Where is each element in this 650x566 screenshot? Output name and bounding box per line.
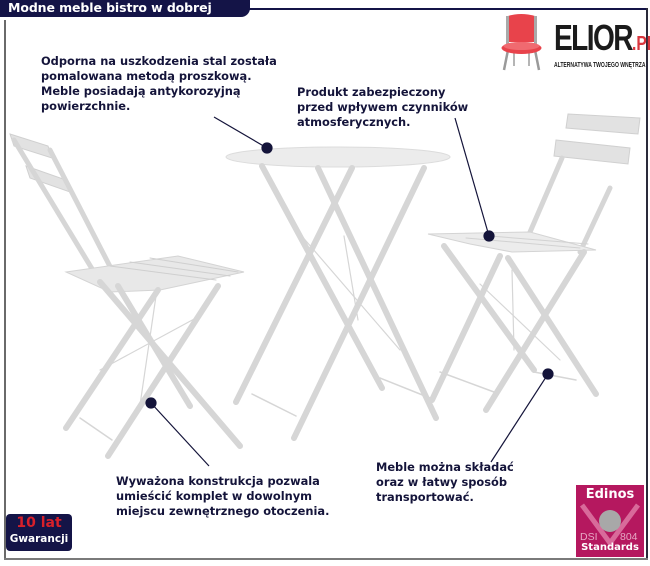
edinos-code-right: 804 <box>620 531 638 543</box>
callout-line: umieścić komplet w dowolnym <box>116 489 313 503</box>
callout-line: miejscu zewnętrznego otoczenia. <box>116 504 330 518</box>
frame-right-border <box>646 8 648 559</box>
leader-line-folding <box>490 373 549 463</box>
leader-line-steel <box>213 116 268 149</box>
callout-dot-folding <box>542 368 554 380</box>
red-chair-icon <box>501 14 542 71</box>
edinos-label: Standards <box>581 542 639 553</box>
table-illustration <box>225 146 451 441</box>
callout-line: Meble posiadają antykorozyjną <box>41 84 241 98</box>
callout-weather: Produkt zabezpieczony przed wpływem czyn… <box>297 85 468 130</box>
elior-logo[interactable]: ELIOR.PL ALTERNATYWA TWOJEGO WNĘTRZA <box>486 8 650 74</box>
leader-line-weather <box>454 117 490 237</box>
warranty-badge: 10 lat Gwarancji <box>6 514 72 551</box>
callout-line: transportować. <box>376 490 474 504</box>
callout-folding: Meble można składać oraz w łatwy sposób … <box>376 460 514 505</box>
callout-line: pomalowana metodą proszkową. <box>41 69 252 83</box>
edinos-brand: Edinos <box>585 487 635 502</box>
logo-tagline: ALTERNATYWA TWOJEGO WNĘTRZA <box>554 62 646 69</box>
callout-dot-steel <box>261 142 273 154</box>
callout-line: Odporna na uszkodzenia stal została <box>41 54 277 68</box>
right-chair-illustration <box>427 113 641 413</box>
callout-line: Meble można składać <box>376 460 514 474</box>
frame-left-border <box>4 20 6 560</box>
logo-brand: ELIOR <box>554 17 634 58</box>
page-title: Modne meble bistro w dobrej cenie. <box>0 0 250 31</box>
callout-steel: Odporna na uszkodzenia stal została poma… <box>41 54 277 114</box>
callout-dot-weather <box>483 230 495 242</box>
warranty-years: 10 lat <box>16 515 62 531</box>
callout-line: oraz w łatwy sposób <box>376 475 508 489</box>
callout-line: powierzchnie. <box>41 99 131 113</box>
callout-line: Produkt zabezpieczony <box>297 85 446 99</box>
logo-tld: .PL <box>632 33 650 55</box>
warranty-label: Gwarancji <box>9 533 69 545</box>
callout-line: Wyważona konstrukcja pozwala <box>116 474 320 488</box>
edinos-check-icon <box>579 503 641 548</box>
callout-leaders <box>145 116 554 467</box>
callout-line: atmosferycznych. <box>297 115 411 129</box>
frame-top-border <box>240 8 648 10</box>
logo-wordmark: ELIOR.PL <box>554 20 650 62</box>
callout-balance: Wyważona konstrukcja pozwala umieścić ko… <box>116 474 329 519</box>
left-chair-illustration <box>9 133 245 459</box>
leader-line-balance <box>150 402 210 467</box>
edinos-code-left: DSI <box>580 531 598 543</box>
edinos-standards-badge: Edinos DSI 804 Standards <box>576 485 644 557</box>
callout-dot-balance <box>145 397 157 409</box>
frame-bottom-border <box>4 558 648 560</box>
callout-line: przed wpływem czynników <box>297 100 469 114</box>
